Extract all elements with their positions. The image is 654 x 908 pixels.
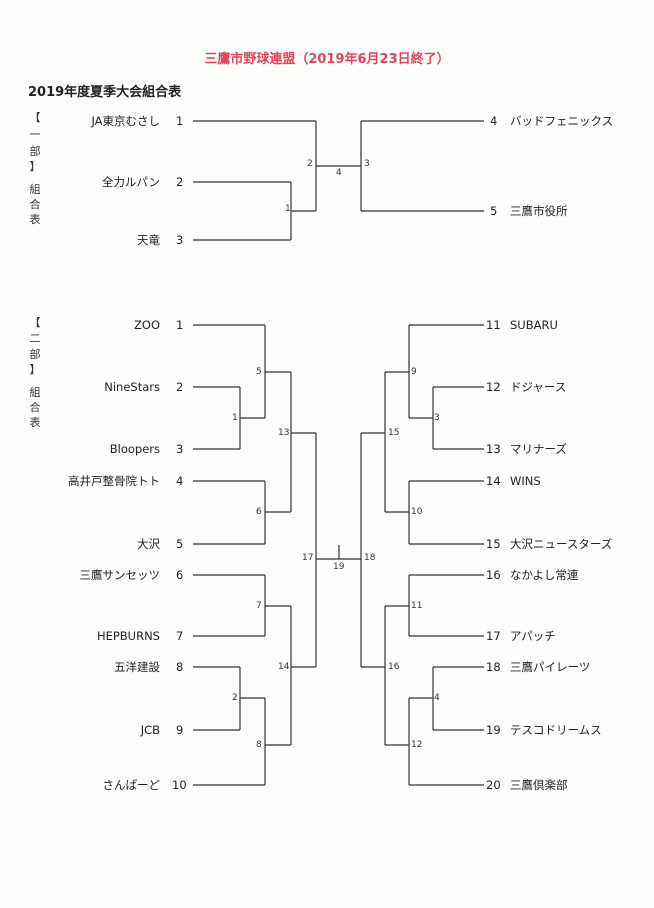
team-seed: 15 [486,537,501,551]
match-number: 12 [411,740,423,750]
team-name: JCB [140,723,160,737]
team-name: 大沢ニュースターズ [510,537,613,551]
team-name: JA東京むさし [91,114,160,128]
match-number: 19 [333,562,345,572]
division1-label-char: 組 [29,183,41,196]
team-name: 三鷹パイレーツ [510,660,591,674]
match-number: 8 [256,740,262,750]
team-name: 三鷹倶楽部 [510,778,568,792]
match-number: 17 [302,553,314,563]
team-name: マリナーズ [510,442,567,456]
match-number: 11 [411,601,423,611]
team-name: HEPBURNS [96,629,160,643]
division2-label-char: 合 [29,401,41,414]
match-number: 4 [434,693,440,703]
team-name: さんぱーど [102,778,161,792]
team-name: 天竜 [137,233,160,247]
team-seed: 2 [176,175,184,189]
team-name: テスコドリームス [510,723,602,737]
team-seed: 9 [176,723,184,737]
division2-label-char: 組 [29,386,41,399]
team-name: アパッチ [510,629,556,643]
division2-label-char: 二 [29,332,41,345]
team-seed: 1 [176,318,184,332]
team-name: ZOO [134,318,160,332]
match-number: 3 [364,159,370,169]
team-name: NineStars [104,380,160,394]
team-name: WINS [510,474,541,488]
team-seed: 8 [176,660,184,674]
team-seed: 3 [176,233,184,247]
team-seed: 12 [486,380,501,394]
team-seed: 11 [486,318,501,332]
match-number: 10 [411,507,423,517]
team-seed: 4 [176,474,184,488]
team-name: 五洋建設 [114,660,160,674]
team-name: 三鷹市役所 [510,204,568,218]
team-seed: 6 [176,568,184,582]
match-number: 18 [364,553,376,563]
match-number: 5 [256,367,262,377]
match-number: 3 [434,413,440,423]
team-name: SUBARU [510,318,558,332]
team-seed: 20 [486,778,501,792]
team-seed: 5 [490,204,498,218]
division1-label-char: 合 [29,198,41,211]
division2-label-char: 表 [29,416,41,429]
team-name: 大沢 [137,537,160,551]
division2-label-char: 】 [29,363,41,376]
match-number: 16 [388,662,400,672]
team-seed: 10 [172,778,187,792]
division1-label-char: 部 [29,145,41,158]
team-seed: 5 [176,537,184,551]
team-seed: 16 [486,568,501,582]
division1-label-char: 【 [29,111,41,124]
team-name: 高井戸整骨院トト [68,474,160,488]
team-seed: 7 [176,629,184,643]
team-seed: 17 [486,629,501,643]
match-number: 13 [278,428,290,438]
team-seed: 4 [490,114,498,128]
page-title: 三鷹市野球連盟（2019年6月23日終了） [204,52,450,67]
team-seed: 18 [486,660,501,674]
division1-label-char: 】 [29,160,41,173]
match-number: 6 [256,507,262,517]
match-number: 2 [307,159,313,169]
team-name: ドジャース [510,380,567,394]
division2-label-char: 【 [29,316,41,329]
team-seed: 14 [486,474,501,488]
team-seed: 3 [176,442,184,456]
team-seed: 1 [176,114,184,128]
match-number: 1 [285,204,291,214]
team-name: 三鷹サンセッツ [79,568,161,582]
team-name: Bloopers [109,442,160,456]
team-name: なかよし常連 [510,568,579,582]
match-number: 15 [388,428,400,438]
bracket-subtitle: 2019年度夏季大会組合表 [28,85,182,100]
division2-label-char: 部 [29,348,41,361]
division1-label-char: 表 [29,213,41,226]
team-name: 全力ルパン [101,175,160,189]
match-number: 7 [256,601,262,611]
match-number: 9 [411,367,417,377]
team-name: バッドフェニックス [510,114,614,128]
match-number: 14 [278,662,290,672]
division1-label-char: 一 [29,128,41,141]
team-seed: 13 [486,442,501,456]
team-seed: 19 [486,723,501,737]
match-number: 1 [232,413,238,423]
team-seed: 2 [176,380,184,394]
match-number: 4 [336,168,342,178]
match-number: 2 [232,693,238,703]
